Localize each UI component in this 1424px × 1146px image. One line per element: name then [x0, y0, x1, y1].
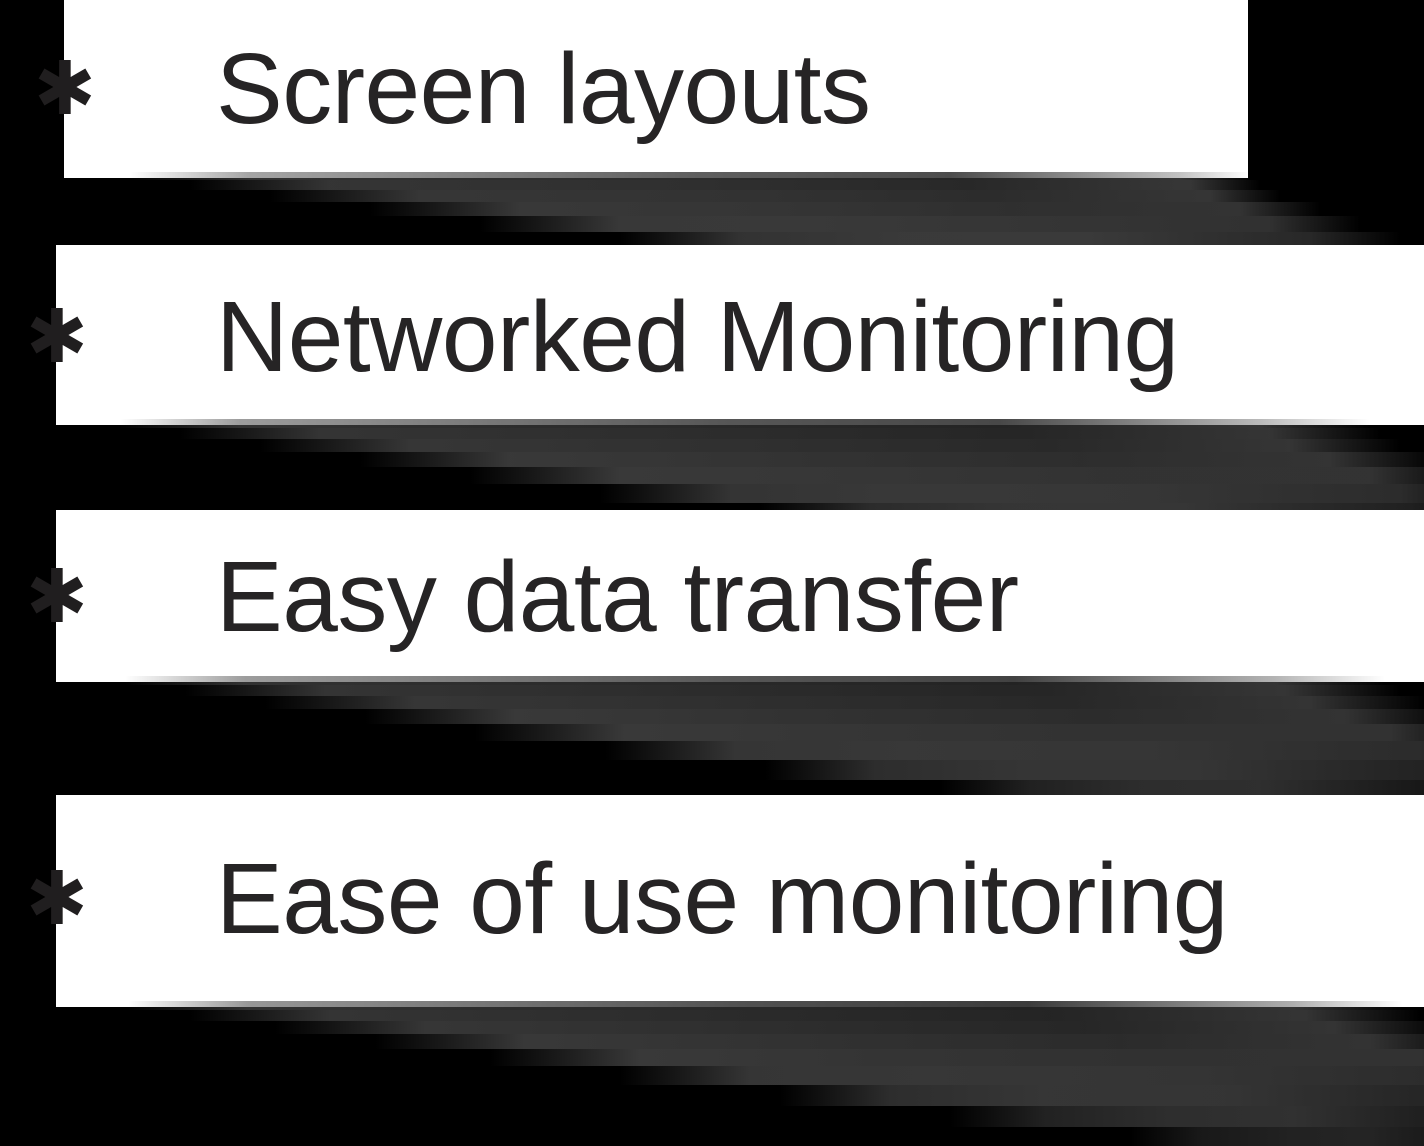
bullet-row: ✱ Easy data transfer — [26, 540, 1019, 653]
bullet-banner-ease-of-use-monitoring[interactable]: ✱ Ease of use monitoring — [0, 795, 1424, 1146]
banner-shadow — [0, 1001, 1424, 1146]
bullet-text: Ease of use monitoring — [216, 842, 1228, 955]
bullet-row: ✱ Ease of use monitoring — [26, 842, 1228, 955]
bullet-banner-easy-data-transfer[interactable]: ✱ Easy data transfer — [0, 510, 1424, 810]
bullet-banner-screen-layouts[interactable]: ✱ Screen layouts — [0, 0, 1424, 250]
bullet-row: ✱ Screen layouts — [34, 32, 871, 145]
banner-shadow — [0, 676, 1424, 796]
banner-card — [56, 245, 1424, 425]
banner-card — [56, 510, 1424, 682]
bullet-text: Screen layouts — [216, 32, 871, 145]
banner-shadow — [0, 172, 1424, 250]
bullet-row: ✱ Networked Monitoring — [26, 280, 1179, 393]
bullet-text: Networked Monitoring — [216, 280, 1179, 393]
bullet-text: Easy data transfer — [216, 540, 1019, 653]
banner-card — [64, 0, 1248, 178]
bullet-banner-networked-monitoring[interactable]: ✱ Networked Monitoring — [0, 245, 1424, 550]
banner-card — [56, 795, 1424, 1007]
